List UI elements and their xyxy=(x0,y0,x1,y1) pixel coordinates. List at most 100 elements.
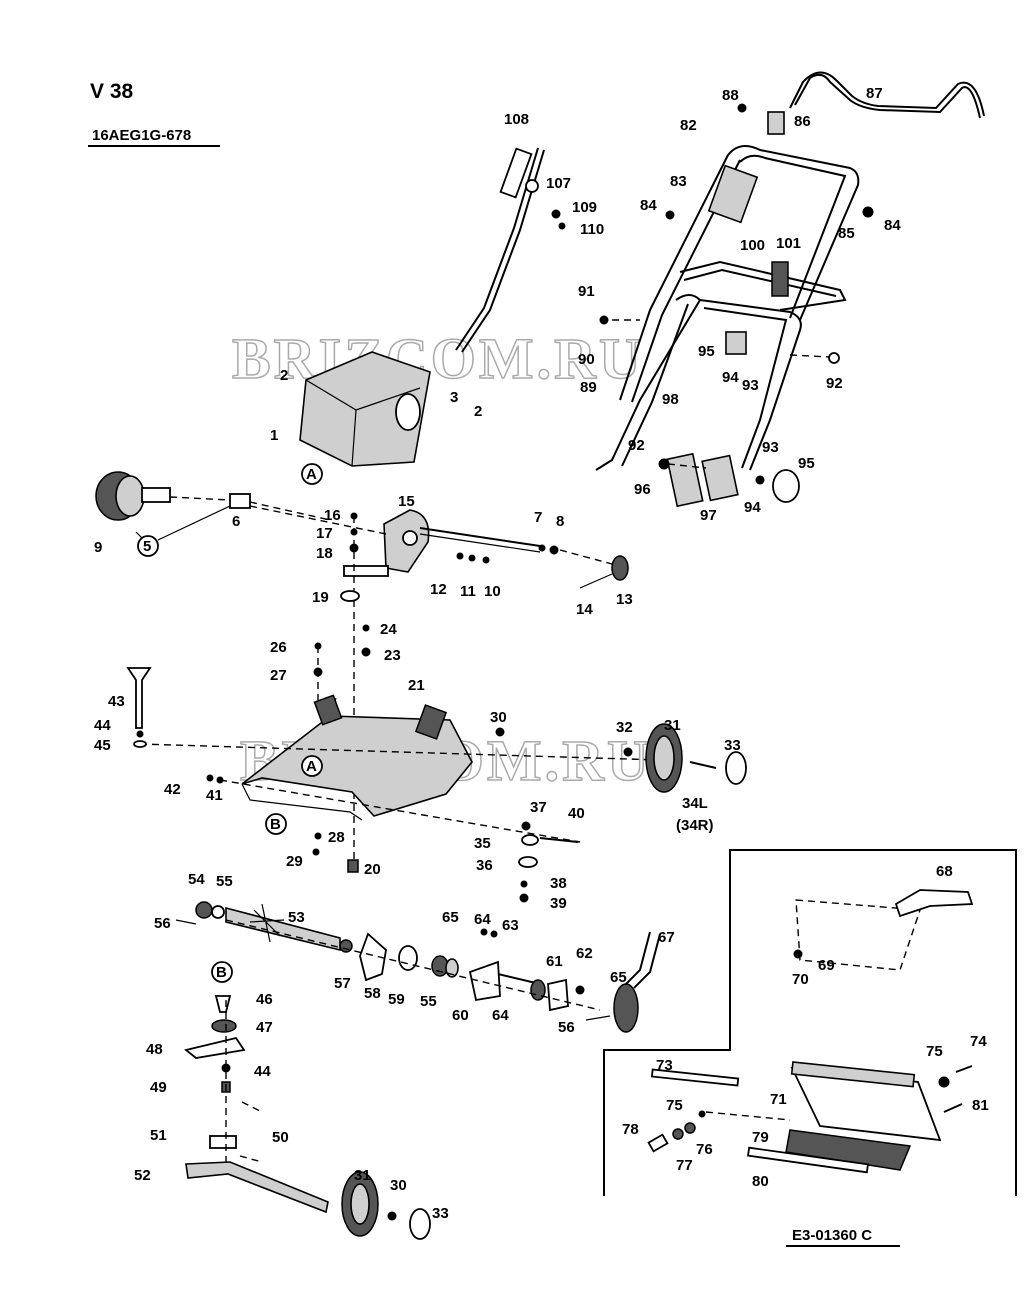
coupling-6 xyxy=(229,493,251,509)
washer-17 xyxy=(350,528,358,536)
axle-52 xyxy=(185,1161,329,1214)
nut-30-deck xyxy=(495,727,505,737)
label-31a: 31 xyxy=(664,717,681,734)
label-1: 1 xyxy=(270,427,278,444)
screw-50b xyxy=(239,1155,263,1163)
inset-axis-dash xyxy=(705,1111,791,1121)
washer-76 xyxy=(684,1122,696,1134)
label-80: 80 xyxy=(752,1173,769,1190)
handle-assembly xyxy=(455,71,985,508)
bushing-35 xyxy=(521,834,539,846)
belt-67 xyxy=(625,931,651,985)
label-24: 24 xyxy=(380,621,397,638)
label-12: 12 xyxy=(430,581,447,598)
label-78: 78 xyxy=(622,1121,639,1138)
label-44b: 44 xyxy=(254,1063,271,1080)
nut-70 xyxy=(793,949,803,959)
bushing-36 xyxy=(518,856,538,868)
label-51: 51 xyxy=(150,1127,167,1144)
label-23: 23 xyxy=(384,647,401,664)
nut-37 xyxy=(521,821,531,831)
bracket-60 xyxy=(468,960,501,1002)
label-11: 11 xyxy=(460,583,476,600)
label-96: 96 xyxy=(634,481,651,498)
handle-clamp-upper xyxy=(725,331,747,355)
motor-stator xyxy=(115,475,145,517)
label-17: 17 xyxy=(316,525,333,542)
label-36: 36 xyxy=(476,857,493,874)
label-67: 67 xyxy=(658,929,675,946)
label-41: 41 xyxy=(206,787,223,804)
label-55a: 55 xyxy=(216,873,233,890)
label-45: 45 xyxy=(94,737,111,754)
label-107: 107 xyxy=(546,175,571,192)
label-69: 69 xyxy=(818,957,835,974)
motor-group xyxy=(95,471,331,521)
label-37: 37 xyxy=(530,799,547,816)
label-35: 35 xyxy=(474,835,491,852)
screw-56-left xyxy=(175,919,197,925)
bag-top-bar xyxy=(790,1061,916,1088)
leader-92 xyxy=(667,463,707,469)
label-76: 76 xyxy=(696,1141,713,1158)
height-adjust-lower xyxy=(184,961,431,1240)
label-108: 108 xyxy=(504,111,529,128)
callout-a-top: A xyxy=(306,466,317,483)
upper-handle-left xyxy=(619,154,729,401)
clamp-knob-95 xyxy=(772,469,800,503)
label-86: 86 xyxy=(794,113,811,130)
bushing-32 xyxy=(623,747,633,757)
leader-5a xyxy=(135,531,143,539)
bolt-92-lower xyxy=(658,458,670,470)
upper-handle-top xyxy=(727,145,860,321)
washer-41 xyxy=(216,776,224,784)
label-44a: 44 xyxy=(94,717,111,734)
label-63: 63 xyxy=(502,917,519,934)
label-65b: 65 xyxy=(610,969,627,986)
label-30a: 30 xyxy=(490,709,507,726)
motor-cover-ridge xyxy=(355,387,421,411)
label-91: 91 xyxy=(578,283,595,300)
axle-bolt-34 xyxy=(689,761,717,769)
label-52: 52 xyxy=(134,1167,151,1184)
label-61: 61 xyxy=(546,953,563,970)
drive-shaft-edge xyxy=(419,533,541,553)
upper-handle-top-edge xyxy=(739,154,847,319)
washer-11 xyxy=(468,554,476,562)
bail-bracket-86 xyxy=(767,111,785,135)
belt-67-edge xyxy=(633,933,661,989)
motor-shaft xyxy=(141,487,171,503)
label-33a: 33 xyxy=(724,737,741,754)
label-64b: 64 xyxy=(492,1007,509,1024)
label-87: 87 xyxy=(866,85,883,102)
nut-75-right xyxy=(938,1076,950,1088)
label-58: 58 xyxy=(364,985,381,1002)
bolt-84-left xyxy=(665,210,675,220)
label-59: 59 xyxy=(388,991,405,1008)
bolt-28 xyxy=(314,832,322,840)
motor-cover-body xyxy=(299,351,431,467)
label-54: 54 xyxy=(188,871,205,888)
motor-axis-dash xyxy=(169,496,231,501)
washer-45 xyxy=(133,740,147,748)
label-19: 19 xyxy=(312,589,329,606)
label-83: 83 xyxy=(670,173,687,190)
handle-crossbar-edge xyxy=(683,268,837,297)
callout-5: 5 xyxy=(143,538,151,555)
height-knob-43 xyxy=(126,667,152,729)
washer-12 xyxy=(456,552,464,560)
pin-40 xyxy=(539,837,579,843)
bag-rail-73 xyxy=(650,1068,740,1087)
base-plate-18 xyxy=(343,565,389,577)
bag-mesh-79 xyxy=(785,1129,912,1171)
watermark-upper: BRIZCOM.RU xyxy=(232,326,644,391)
label-33b: 33 xyxy=(432,1205,449,1222)
label-21: 21 xyxy=(408,677,425,694)
bolt-20 xyxy=(347,859,359,873)
label-40: 40 xyxy=(568,805,585,822)
scarifier-axis-dash xyxy=(225,919,601,1011)
part-labels: 1 2 2 3 6 7 8 9 10 11 12 13 14 15 16 17 … xyxy=(94,85,989,1222)
label-2a: 2 xyxy=(280,367,288,384)
label-109: 109 xyxy=(572,199,597,216)
inset-border xyxy=(603,849,1017,1196)
